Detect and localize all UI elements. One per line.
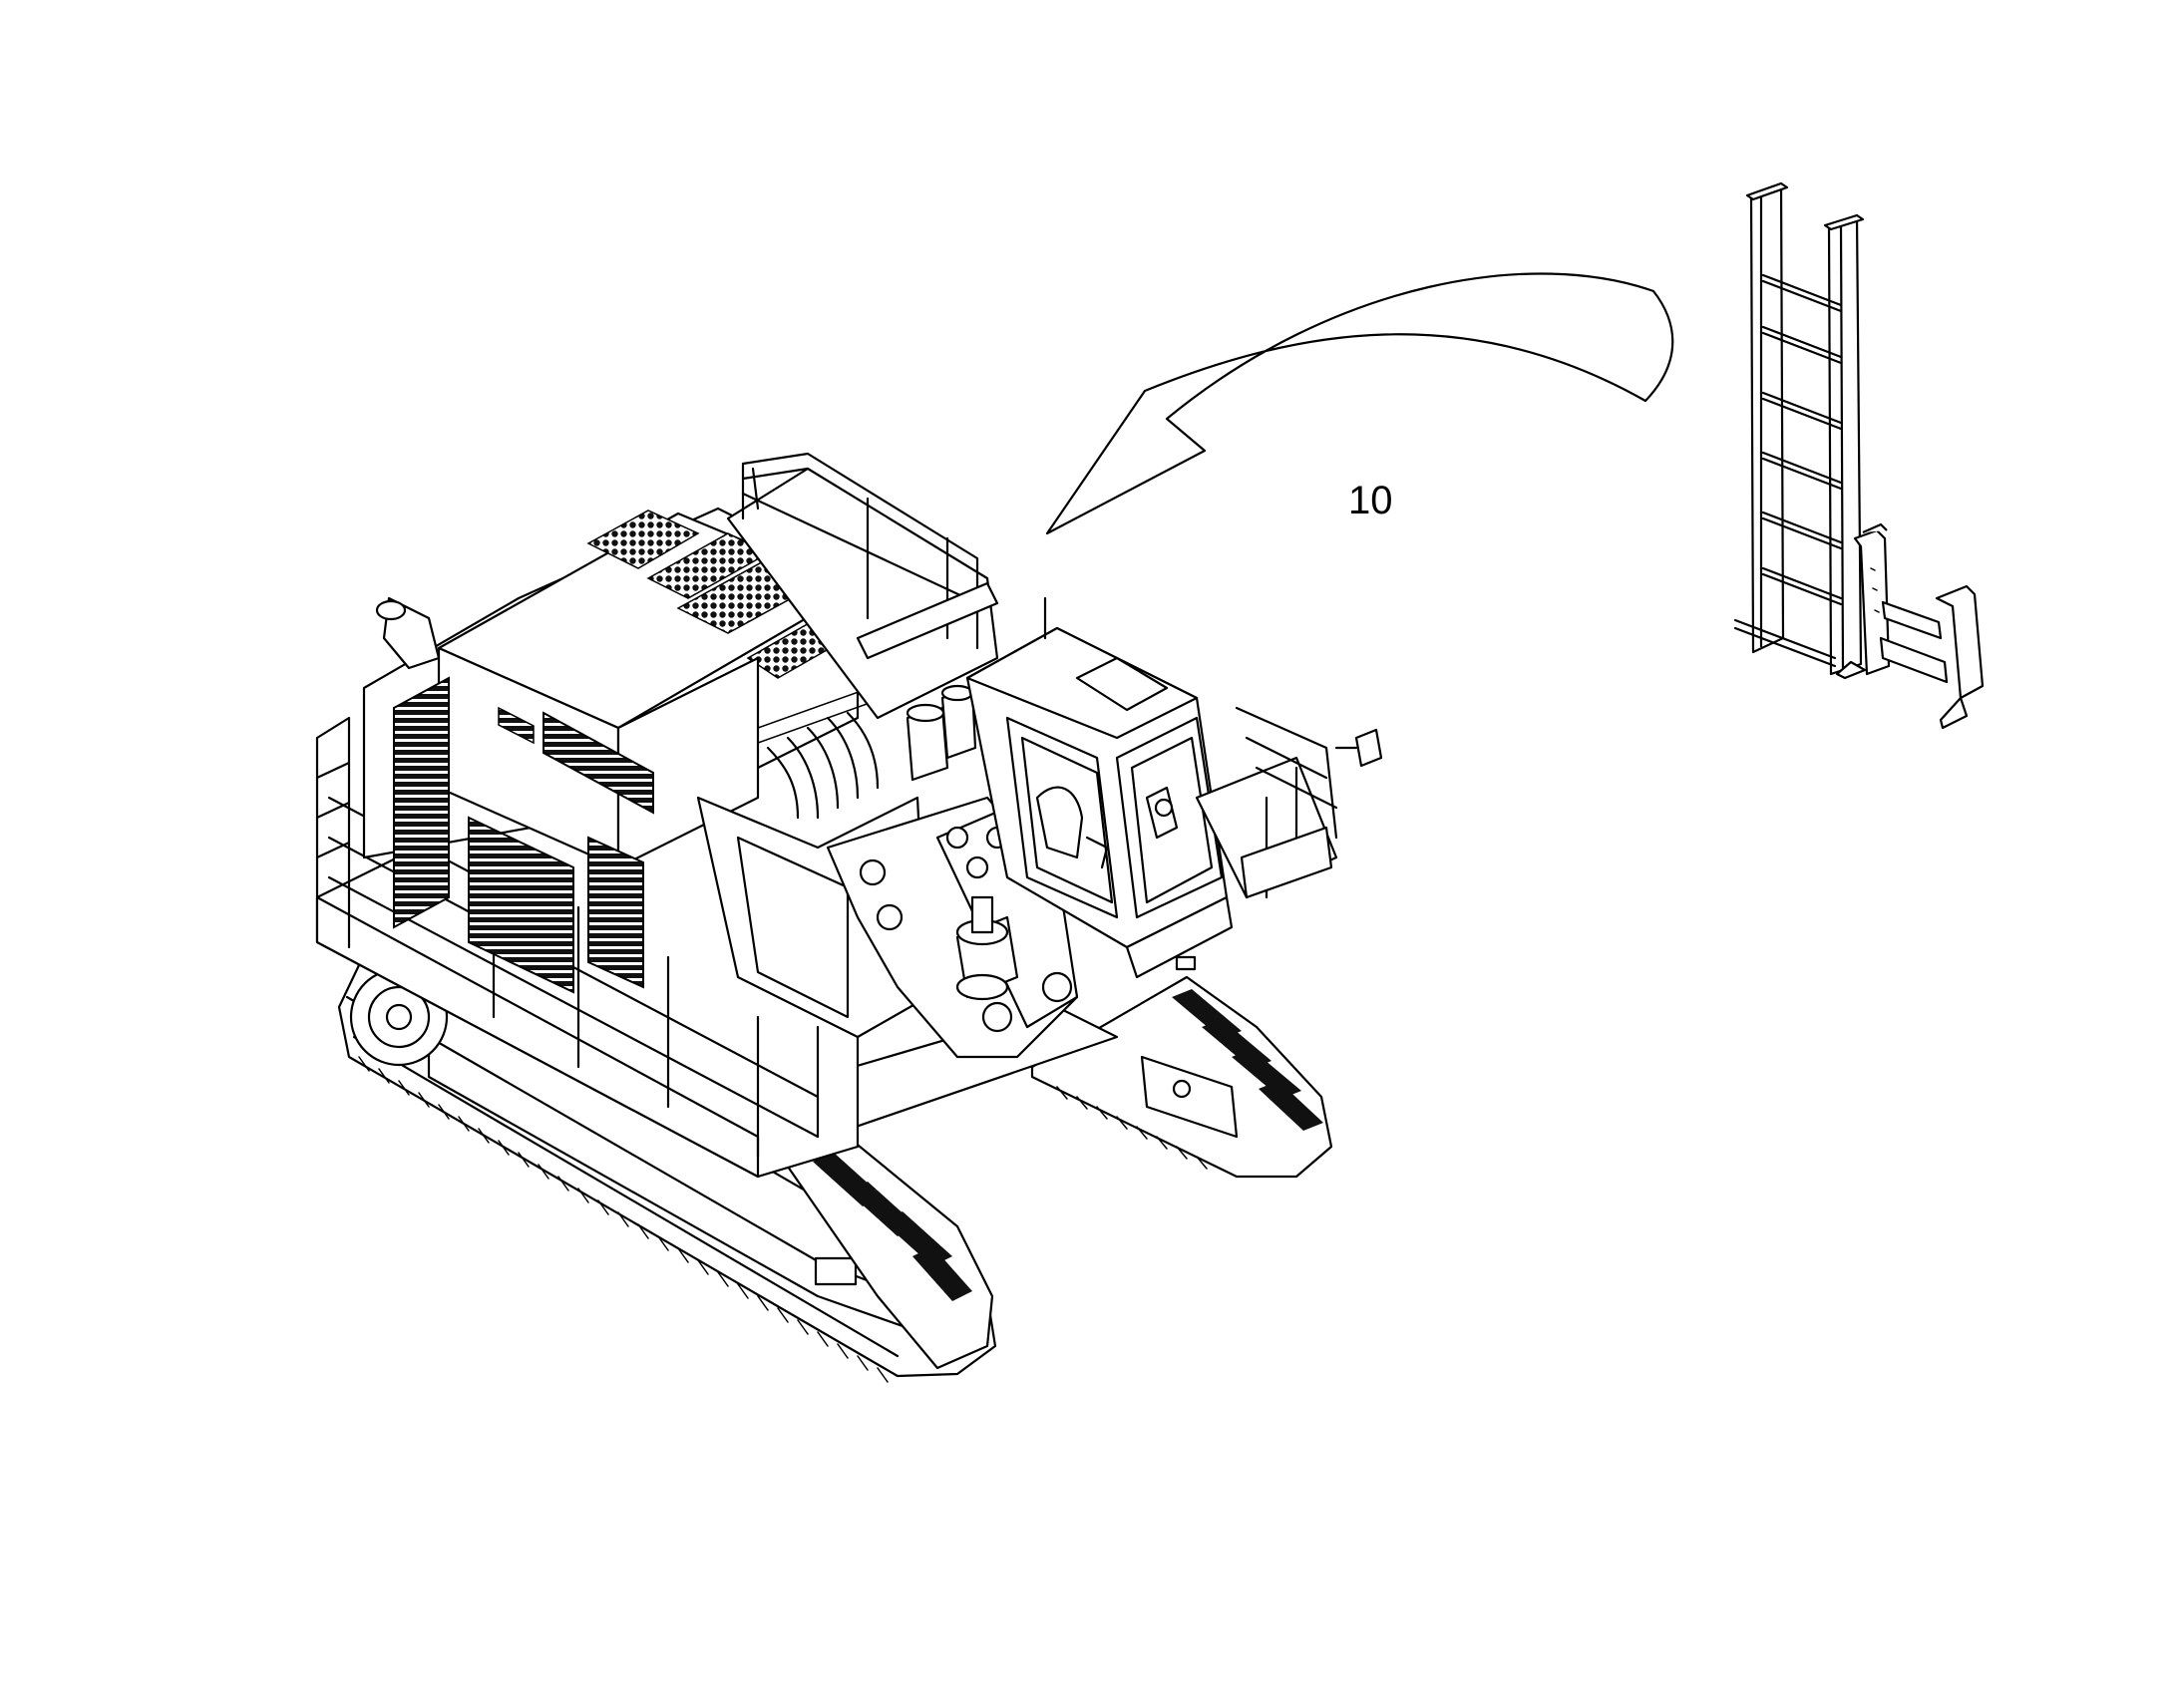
bracket-drawing: [1835, 522, 1985, 730]
excavator-drawing: [315, 452, 1383, 1383]
ladder-drawing: [1733, 181, 1865, 676]
curved-arrow: [1045, 272, 1674, 535]
callout-number-10: 10: [1348, 479, 1393, 522]
